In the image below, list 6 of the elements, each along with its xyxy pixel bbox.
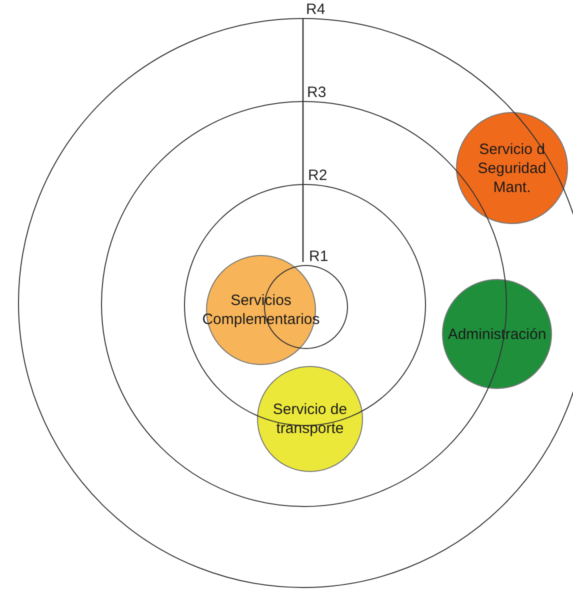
circle-label: Servicio d Seguridad Mant. [476, 140, 548, 196]
ring-label: R2 [308, 168, 328, 184]
ring-label: R4 [306, 2, 326, 18]
circle-label: Servicio de transporte [272, 400, 348, 438]
ring-label: R1 [309, 249, 328, 265]
ring-label: R3 [307, 85, 326, 101]
